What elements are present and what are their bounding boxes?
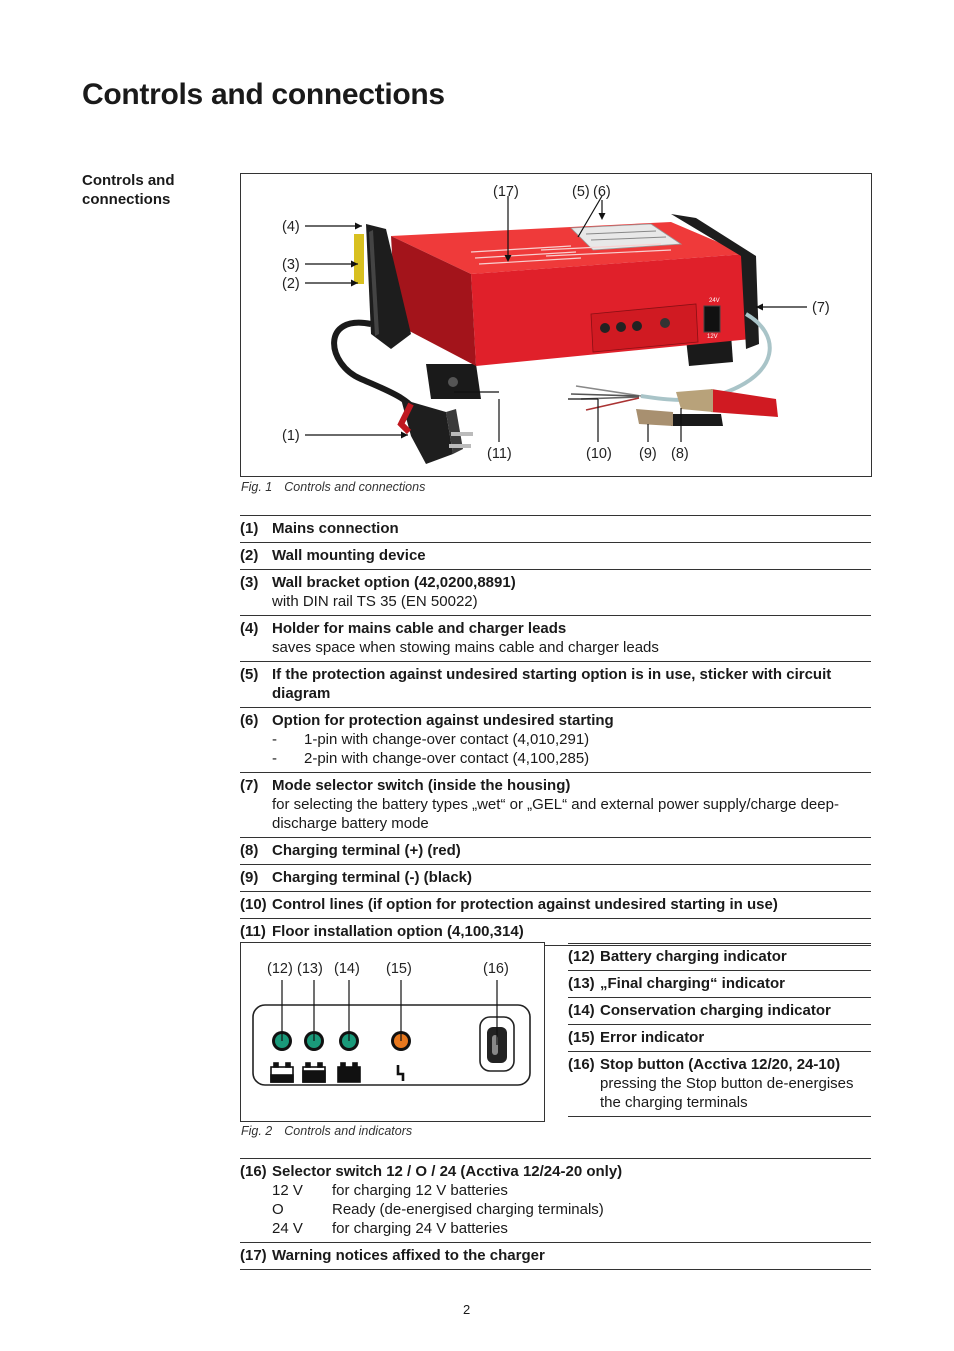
callout-10: (10) [586, 446, 612, 462]
legend-item-5: (5)If the protection against undesired s… [240, 662, 871, 708]
page-title: Controls and connections [82, 78, 445, 111]
charging-clamp-black [636, 409, 723, 426]
mains-plug [397, 399, 473, 464]
figure-1-caption-text: Controls and connections [284, 480, 426, 494]
legend-item-11: (11)Floor installation option (4,100,314… [240, 919, 871, 946]
control-lines [570, 385, 642, 411]
switch-label-24v: 24V [709, 298, 720, 304]
wall-bracket [354, 234, 364, 284]
figure-1-caption-number: Fig. 1 [241, 480, 273, 494]
legend-item-7: (7)Mode selector switch (inside the hous… [240, 773, 871, 838]
front-panel [590, 303, 699, 353]
callout-12: (12) [267, 961, 293, 977]
callout-6: (6) [593, 184, 611, 200]
figure-1-caption: Fig. 1 Controls and connections [241, 480, 425, 494]
legend-item-8: (8)Charging terminal (+) (red) [240, 838, 871, 865]
legend-item-1: (1)Mains connection [240, 516, 871, 543]
callout-arrows [351, 213, 763, 439]
callout-15: (15) [386, 961, 412, 977]
callout-lines [305, 195, 807, 442]
callout-17: (17) [493, 184, 519, 200]
callout-3: (3) [282, 257, 300, 273]
callout-14: (14) [334, 961, 360, 977]
legend-figure-1: (1)Mains connection (2)Wall mounting dev… [240, 515, 871, 946]
indicator-panel-illustration: (12) (13) (14) (15) (16) [252, 961, 531, 1086]
selector-switch [703, 305, 721, 333]
callout-1: (1) [282, 428, 300, 444]
callout-13: (13) [297, 961, 323, 977]
legend-item-6: (6)Option for protection against undesir… [240, 708, 871, 773]
bullet-item: -1-pin with change-over contact (4,010,2… [272, 731, 590, 748]
figure-2-caption-text: Controls and indicators [284, 1124, 413, 1138]
legend-item-4: (4)Holder for mains cable and charger le… [240, 616, 871, 662]
callout-7: (7) [812, 300, 830, 316]
led-1-icon [600, 323, 610, 333]
switch-label-12v: 12V [707, 334, 718, 340]
end-cap-right [671, 214, 759, 349]
led-3-icon [632, 321, 642, 331]
legend-item-9: (9)Charging terminal (-) (black) [240, 865, 871, 892]
callout-4: (4) [282, 219, 300, 235]
section-heading: Controls and connections [82, 172, 175, 208]
warning-notices [470, 243, 672, 265]
legend-item-2: (2)Wall mounting device [240, 543, 871, 570]
figure-2-controls-and-indicators: (12) (13) (14) (15) (16) [240, 942, 545, 1122]
circuit-diagram-sticker [570, 223, 683, 251]
legend-item-12: (12)Battery charging indicator [568, 944, 871, 971]
callout-5: (5) [572, 184, 590, 200]
charger-illustration: 24V 12V [282, 184, 830, 464]
figure-1-controls-and-connections: 24V 12V [240, 173, 872, 477]
legend-item-14: (14)Conservation charging indicator [568, 998, 871, 1025]
legend-item-15: (15)Error indicator [568, 1025, 871, 1052]
error-lightning-icon [396, 1065, 405, 1081]
callout-16: (16) [483, 961, 509, 977]
legend-item-17: (17)Warning notices affixed to the charg… [240, 1243, 871, 1270]
callout-11: (11) [487, 446, 512, 462]
battery-half-icon [302, 1062, 326, 1083]
led-4-icon [660, 318, 670, 328]
led-2-icon [616, 322, 626, 332]
legend-item-13: (13)„Final charging“ indicator [568, 971, 871, 998]
bullet-item: -2-pin with change-over contact (4,100,2… [272, 750, 590, 767]
legend-figure-2: (12)Battery charging indicator (13)„Fina… [568, 943, 871, 1117]
legend-item-3: (3)Wall bracket option (42,0200,8891)wit… [240, 570, 871, 616]
figure-2-caption: Fig. 2 Controls and indicators [241, 1124, 412, 1138]
battery-empty-icon [270, 1062, 294, 1083]
callout-9: (9) [639, 446, 657, 462]
housing-side [391, 236, 476, 366]
legend-item-16-stop: (16)Stop button (Acctiva 12/20, 24-10)pr… [568, 1052, 871, 1117]
callout-2: (2) [282, 276, 300, 292]
legend-additional: (16)Selector switch 12 / O / 24 (Acctiva… [240, 1158, 871, 1270]
fig2-callout-lines [281, 980, 498, 1045]
battery-full-icon [337, 1062, 361, 1083]
page-number: 2 [463, 1302, 471, 1317]
legend-item-10: (10)Control lines (if option for protect… [240, 892, 871, 919]
figure-2-caption-number: Fig. 2 [241, 1124, 273, 1138]
legend-item-16-selector: (16)Selector switch 12 / O / 24 (Acctiva… [240, 1159, 871, 1243]
callout-8: (8) [671, 446, 689, 462]
charging-clamp-red [676, 389, 778, 417]
